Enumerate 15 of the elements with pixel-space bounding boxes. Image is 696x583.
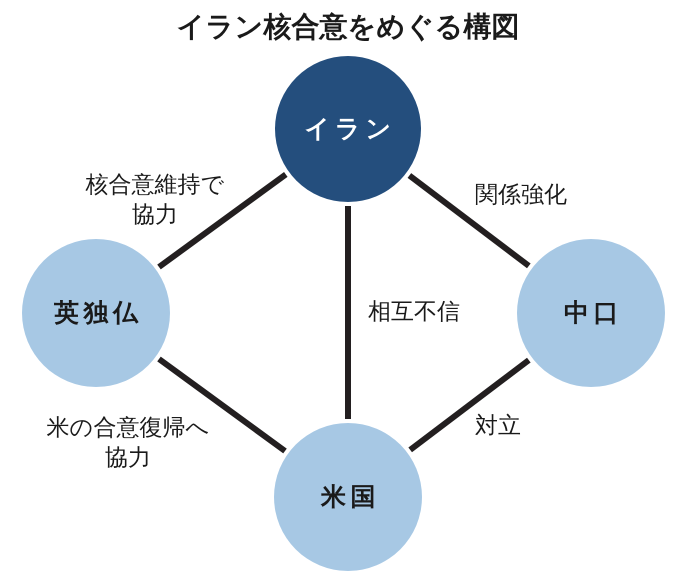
edge-label: 関係強化 <box>475 181 567 210</box>
node-label: 米国 <box>320 481 380 513</box>
node-label: 中口 <box>562 297 623 329</box>
connector-line <box>345 206 351 419</box>
node-label: 英独仏 <box>53 297 142 329</box>
edge-label: 対立 <box>475 412 521 441</box>
connector-line <box>157 356 287 454</box>
edge-label: 米の合意復帰へ協力 <box>46 414 210 473</box>
node-label: イラン <box>304 113 396 145</box>
connector-line <box>408 173 531 268</box>
connector-line <box>408 358 531 452</box>
edge-label: 相互不信 <box>368 298 460 327</box>
diagram-title: イラン核合意をめぐる構図 <box>176 9 520 45</box>
edge-label: 核合意維持で協力 <box>84 171 226 230</box>
connector-line <box>157 172 288 270</box>
